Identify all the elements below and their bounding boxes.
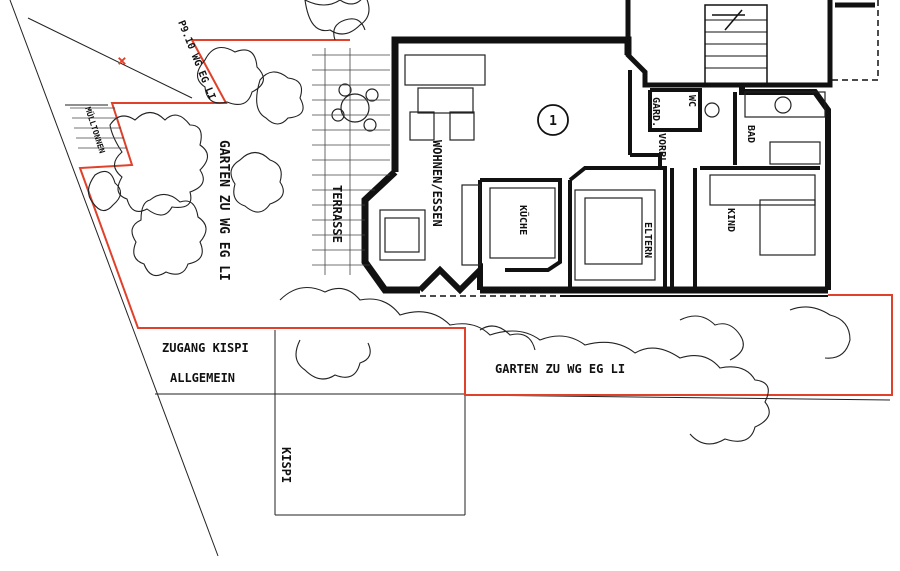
x-mark: × xyxy=(117,51,127,70)
waste-bins xyxy=(70,107,127,149)
area-garten-bottom: GARTEN ZU WG EG LI xyxy=(495,362,625,376)
interior-walls xyxy=(478,70,820,290)
room-kind: KIND xyxy=(725,208,736,232)
unit-number-circle xyxy=(537,104,569,136)
area-garten-left: GARTEN ZU WG EG LI xyxy=(216,140,231,281)
room-terrasse: TERRASSE xyxy=(330,185,344,243)
garden-boundary-left xyxy=(78,39,350,329)
stair-house xyxy=(625,0,879,88)
terrace-decking xyxy=(312,48,390,275)
room-eltern: ELTERN xyxy=(642,222,653,258)
room-gard: GARD. xyxy=(650,97,661,127)
garden-boundary-bottom xyxy=(350,294,893,396)
room-bad: BAD xyxy=(745,125,756,143)
top-label: P9.10 WG EG LI xyxy=(175,19,217,101)
site-lines xyxy=(9,0,891,557)
area-zugang-line1: ZUGANG KISPI xyxy=(162,341,249,355)
room-wc: WC xyxy=(686,95,697,107)
vegetation xyxy=(87,0,851,445)
room-vorpl: VORPL. xyxy=(656,133,667,169)
furniture xyxy=(331,54,826,281)
area-muelltonnen: MÜLLTONNEN xyxy=(83,106,107,155)
room-wohnen-essen: WOHNEN/ESSEN xyxy=(430,140,444,227)
area-zugang-line2: ALLGEMEIN xyxy=(170,371,235,385)
room-kueche: KÜCHE xyxy=(517,205,531,235)
area-kispi: KISPI xyxy=(279,447,293,483)
unit-number: 1 xyxy=(549,114,557,129)
